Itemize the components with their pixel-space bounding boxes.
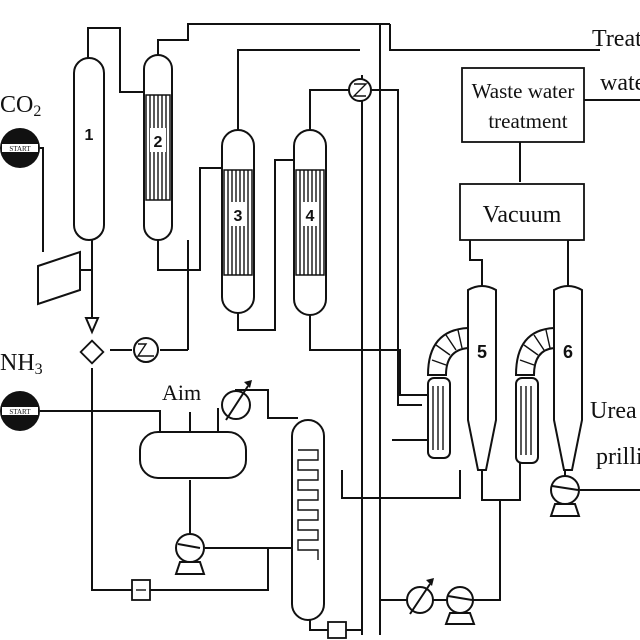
vacuum-label: Vacuum — [483, 202, 562, 228]
column-1: 1 — [73, 57, 105, 241]
treat-water-label-line1: Treat — [592, 26, 640, 52]
ammonia-drum — [139, 431, 247, 479]
heat-exchanger-left-icon — [133, 337, 159, 363]
unit-label-2: 2 — [154, 134, 163, 151]
bottom-pump-icon — [444, 586, 476, 625]
decomposer-4: 4 — [293, 129, 327, 316]
control-valve-icon — [221, 380, 252, 421]
treat-water-label-line2: wate — [600, 70, 640, 96]
aim-label: Aim — [162, 380, 201, 405]
urea-prilling-label-line1: Urea — [590, 398, 637, 424]
urea-prilling-label-line2: prillin — [596, 444, 640, 470]
nh3-label: NH3 — [0, 350, 43, 378]
co2-label: CO2 — [0, 92, 41, 120]
bottom-control-valve-icon — [406, 578, 434, 615]
condenser-column — [291, 419, 325, 621]
reactor-2: 2 — [143, 54, 173, 241]
evaporator-6: 6 — [514, 285, 583, 471]
small-drain-box — [327, 621, 347, 639]
unit-label-5: 5 — [477, 342, 487, 362]
heat-exchanger-top-icon — [348, 78, 372, 102]
waste-water-label-line1: Waste water — [472, 79, 575, 103]
urea-pump-icon — [549, 475, 581, 517]
co2-start-icon: START — [0, 128, 40, 168]
flowmeter-icon — [131, 579, 151, 601]
evaporator-5: 5 — [426, 285, 497, 471]
vacuum-box: Vacuum — [459, 183, 585, 241]
pump-icon — [174, 533, 206, 575]
co2-start-label: START — [9, 145, 31, 153]
nh3-start-icon: START — [0, 391, 40, 431]
unit-label-3: 3 — [234, 208, 243, 225]
waste-water-label-line2: treatment — [488, 109, 567, 133]
unit-label-4: 4 — [306, 208, 315, 225]
unit-label-6: 6 — [563, 342, 573, 362]
decomposer-3: 3 — [221, 129, 255, 314]
waste-water-treatment-box: Waste water treatment — [461, 67, 585, 143]
unit-label-1: 1 — [85, 127, 94, 144]
compressor-icon — [37, 250, 81, 306]
nh3-start-label: START — [9, 408, 31, 416]
valve-icon — [79, 317, 105, 365]
